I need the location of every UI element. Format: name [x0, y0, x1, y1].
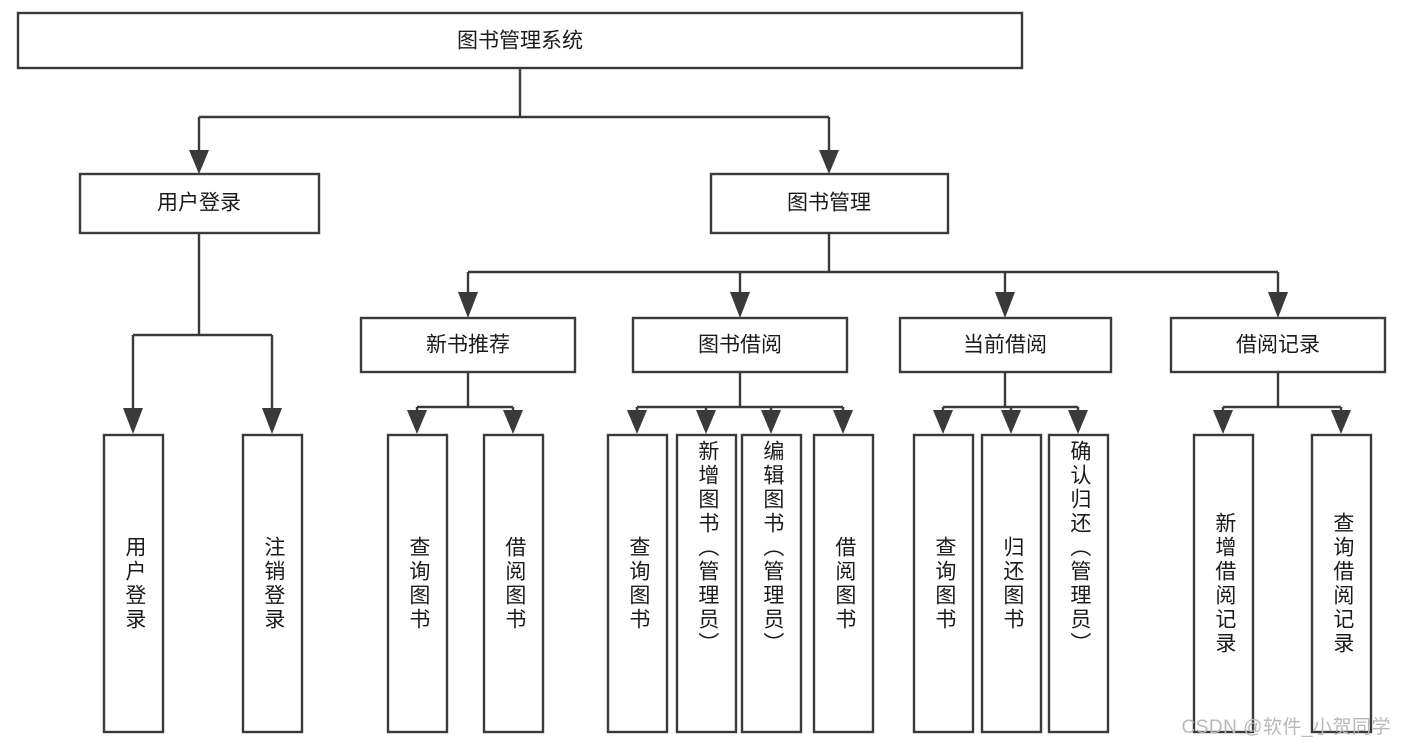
arrow-book-borrow	[730, 292, 750, 318]
arrow-leaf-borrow-book-b	[833, 410, 853, 434]
node-user-login-label: 用户登录	[157, 192, 241, 215]
leaf-borrow-book-b-box[interactable]	[812, 433, 875, 734]
node-book-mgmt-box[interactable]	[709, 172, 950, 235]
node-borrow-record[interactable]: 借阅记录	[1169, 316, 1387, 374]
arrow-leaf-user-logout	[262, 408, 282, 434]
node-borrow-record-box[interactable]	[1169, 316, 1387, 374]
arrow-leaf-return-book	[1001, 410, 1021, 434]
csdn-watermark: CSDN @软件_小贺同学	[1181, 717, 1391, 738]
node-root-label: 图书管理系统	[457, 30, 583, 53]
node-book-borrow-label: 图书借阅	[698, 334, 782, 357]
node-current-borrow-label: 当前借阅	[963, 334, 1047, 357]
connector-group-root	[189, 68, 839, 174]
leaf-return-book-box[interactable]	[980, 433, 1043, 734]
arrow-leaf-add-book	[696, 410, 716, 434]
node-current-borrow[interactable]: 当前借阅	[898, 316, 1113, 374]
node-new-book-rec[interactable]: 新书推荐	[359, 316, 577, 374]
arrow-borrow-record	[1268, 292, 1288, 318]
leaf-borrow-book-a-box[interactable]	[482, 433, 545, 734]
connector-group-borrow-record	[1213, 372, 1351, 434]
node-new-book-rec-box[interactable]	[359, 316, 577, 374]
leaf-boxes	[102, 433, 1373, 734]
arrow-new-book-rec	[458, 292, 478, 318]
connector-group-book-mgmt	[458, 233, 1288, 318]
arrow-leaf-query-book-a	[407, 410, 427, 434]
leaf-query-book-b-box[interactable]	[606, 433, 669, 734]
leaf-query-record-box[interactable]	[1310, 433, 1373, 734]
arrow-leaf-add-record	[1213, 410, 1233, 434]
node-borrow-record-label: 借阅记录	[1236, 334, 1320, 357]
arrow-leaf-borrow-book-a	[503, 410, 523, 434]
node-book-borrow[interactable]: 图书借阅	[631, 316, 849, 374]
connector-group-current-borrow	[933, 372, 1088, 434]
arrow-leaf-query-book-b	[627, 410, 647, 434]
connector-group-user-login	[123, 233, 282, 434]
leaf-add-record-box[interactable]	[1192, 433, 1255, 734]
node-book-borrow-box[interactable]	[631, 316, 849, 374]
leaf-query-book-c-box[interactable]	[912, 433, 975, 734]
connector-group-book-borrow	[627, 372, 853, 434]
leaf-add-book-box[interactable]	[675, 433, 738, 734]
node-book-mgmt[interactable]: 图书管理	[709, 172, 950, 235]
connector-group-new-book-rec	[407, 372, 523, 434]
node-user-login-box[interactable]	[78, 172, 321, 235]
node-user-login[interactable]: 用户登录	[78, 172, 321, 235]
node-root-box[interactable]	[16, 11, 1024, 70]
node-root[interactable]: 图书管理系统	[16, 11, 1024, 70]
leaf-confirm-return-box[interactable]	[1047, 433, 1110, 734]
arrow-user-login	[189, 150, 209, 174]
arrow-leaf-query-book-c	[933, 410, 953, 434]
arrow-leaf-user-login	[123, 408, 143, 434]
arrow-book-mgmt	[819, 150, 839, 174]
arrow-leaf-confirm-return	[1068, 410, 1088, 434]
node-current-borrow-box[interactable]	[898, 316, 1113, 374]
leaf-edit-book-box[interactable]	[740, 433, 803, 734]
node-new-book-rec-label: 新书推荐	[426, 334, 510, 357]
arrow-current-borrow	[995, 292, 1015, 318]
leaf-user-login-box[interactable]	[102, 433, 165, 734]
node-book-mgmt-label: 图书管理	[787, 192, 871, 215]
leaf-query-book-a-box[interactable]	[386, 433, 449, 734]
arrow-leaf-query-record	[1331, 410, 1351, 434]
arrow-leaf-edit-book	[761, 410, 781, 434]
leaf-user-logout-box[interactable]	[241, 433, 304, 734]
